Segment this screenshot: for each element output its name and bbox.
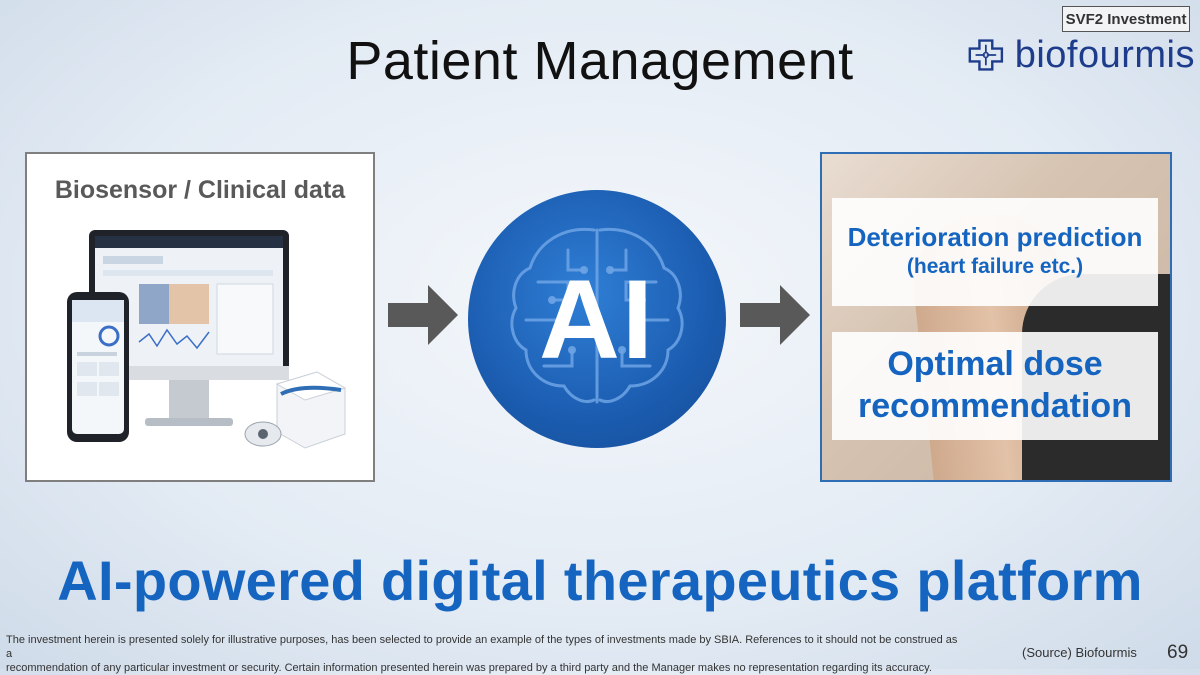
disclaimer-line-2: recommendation of any particular investm… [6, 662, 932, 674]
platform-tagline: AI-powered digital therapeutics platform [57, 549, 1143, 612]
recommendation-text: recommendation [858, 387, 1132, 425]
optimal-dose-box: Optimal dose recommendation [832, 332, 1158, 440]
biosensor-panel: Biosensor / Clinical data [25, 152, 375, 482]
deterioration-prediction-box: Deterioration prediction (heart failure … [832, 198, 1158, 306]
biosensor-heading: Biosensor / Clinical data [54, 176, 346, 204]
cross-circuit-icon [968, 39, 1004, 71]
brain-circuit-icon [510, 227, 684, 404]
biofourmis-logo: biofourmis [965, 32, 1195, 78]
svf2-investment-tag: SVF2 Investment [1062, 6, 1190, 32]
devices-illustration [67, 230, 347, 449]
arrow-right-icon [388, 285, 458, 345]
disclaimer-line-1: The investment herein is presented solel… [6, 634, 958, 660]
ai-circle: AI [468, 190, 726, 448]
page-number: 69 [1167, 642, 1189, 663]
optimal-dose-text: Optimal dose [887, 345, 1103, 383]
source-note: (Source) Biofourmis [1022, 645, 1137, 660]
heart-failure-text: (heart failure etc.) [906, 255, 1084, 278]
logo-text: biofourmis [1014, 33, 1195, 76]
page-title: Patient Management [346, 31, 854, 91]
ai-label: AI [539, 256, 655, 382]
arrow-right-icon [740, 285, 810, 345]
deterioration-prediction-text: Deterioration prediction [847, 222, 1143, 252]
outcomes-panel: Deterioration prediction (heart failure … [820, 152, 1172, 482]
